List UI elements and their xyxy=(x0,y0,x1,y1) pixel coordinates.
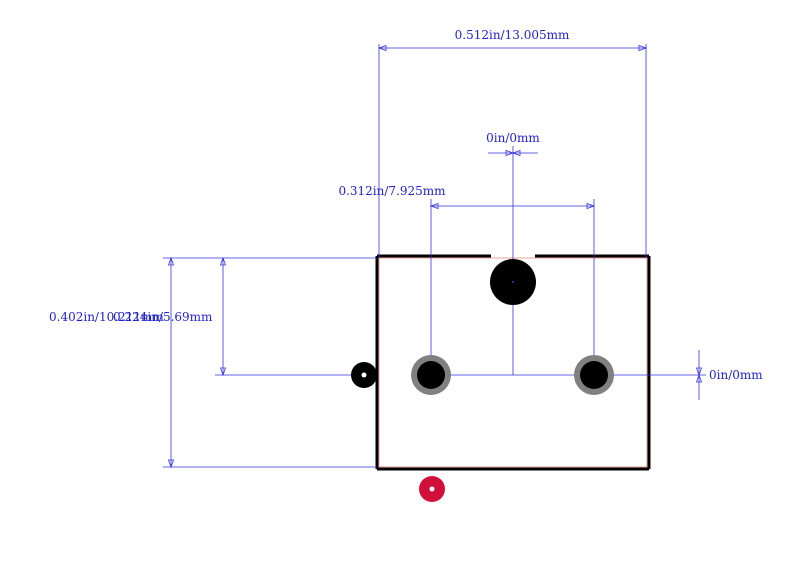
dimension-pad-spacing: 0.312in/7.925mm xyxy=(338,184,596,375)
pin1-marker-dot xyxy=(429,486,435,492)
dimension-label-pad-spacing: 0.312in/7.925mm xyxy=(338,184,446,198)
dimension-label-height-to-pads: 0.224in/5.69mm xyxy=(113,310,213,324)
dimension-label-center-offset-top: 0in/0mm xyxy=(486,131,540,145)
dimension-height-overall: 0.402in/10.211mm xyxy=(49,256,377,469)
dimension-height-to-pads: 0.224in/5.69mm xyxy=(113,256,360,377)
dimension-width-overall: 0.512in/13.005mm xyxy=(377,28,648,258)
pad-left xyxy=(417,361,445,389)
dimension-label-width-overall: 0.512in/13.005mm xyxy=(455,28,570,42)
body-outline xyxy=(375,254,651,471)
mounting-hole-drill xyxy=(361,372,367,378)
dimension-center-offset-top: 0in/0mm xyxy=(486,131,540,375)
dimension-label-center-offset-right: 0in/0mm xyxy=(709,368,763,382)
pad-right xyxy=(580,361,608,389)
center-pad-center-mark xyxy=(512,281,514,283)
dimension-center-offset-right: 0in/0mm xyxy=(431,350,763,400)
dimension-label-height-overall: 0.402in/10.211mm xyxy=(49,310,164,324)
